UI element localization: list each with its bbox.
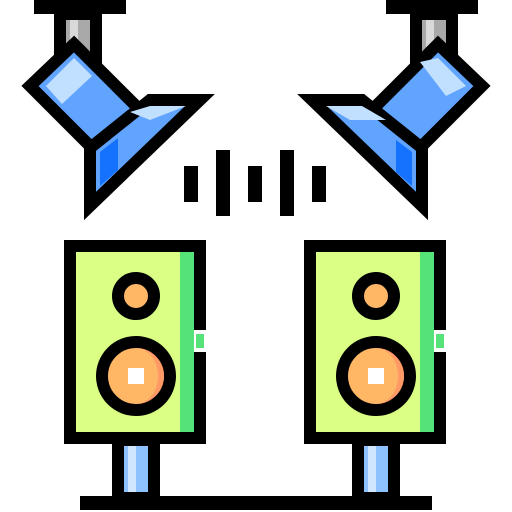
sound-wave-bar [248, 166, 262, 202]
left-speaker-icon [64, 240, 206, 504]
sound-wave-bar [280, 150, 294, 216]
right-speaker-icon [304, 240, 446, 504]
sound-wave-bar [312, 166, 326, 202]
right-speaker-dust-cap [368, 368, 384, 384]
sound-wave-bar [184, 166, 198, 202]
right-spotlight-icon [297, 0, 491, 221]
stage-floor [80, 496, 432, 510]
left-speaker-dust-cap [128, 368, 144, 384]
right-speaker-tweeter [352, 272, 400, 320]
left-spotlight-icon [21, 0, 215, 221]
sound-wave-bar [216, 150, 230, 216]
sound-wave-icon [184, 150, 326, 216]
right-spotlight-lens [297, 94, 428, 221]
left-speaker-tweeter [112, 272, 160, 320]
left-spotlight-lens [84, 94, 215, 221]
